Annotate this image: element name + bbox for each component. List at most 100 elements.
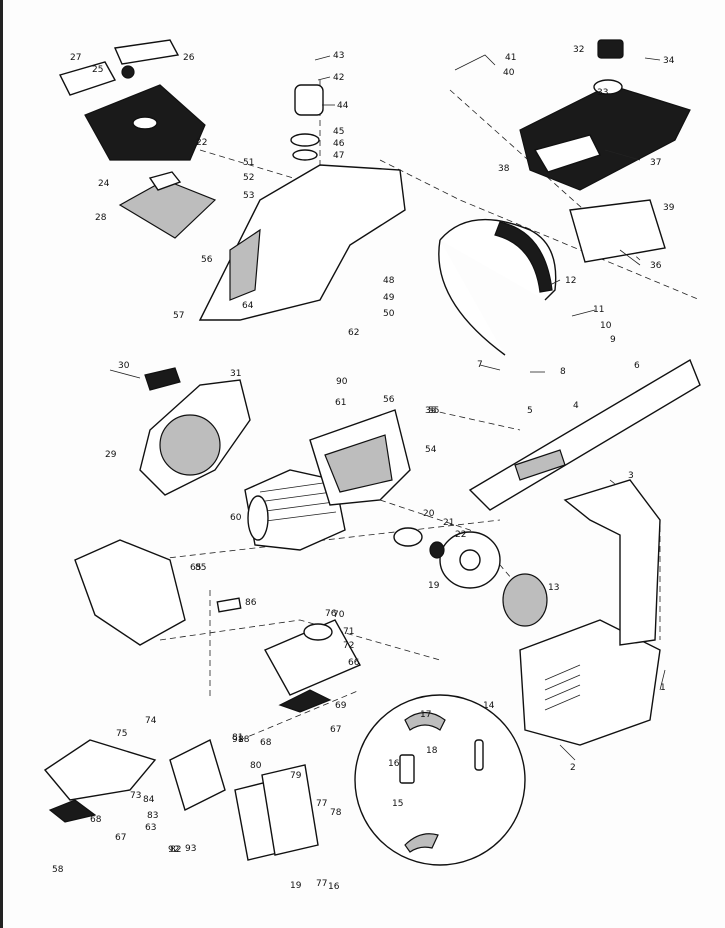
part-label: 73 (130, 791, 141, 801)
part-label: 60 (230, 513, 242, 523)
part-label: 75 (116, 729, 127, 739)
part-label: 80 (250, 761, 262, 771)
engine-block (309, 409, 411, 506)
part-label: 53 (243, 191, 254, 201)
part-label: 22 (196, 138, 207, 148)
part-label: 83 (147, 811, 158, 821)
part-label: 64 (242, 301, 254, 311)
part-label: 69 (335, 701, 347, 711)
part-label: 90 (336, 377, 348, 387)
part-label: 37 (650, 158, 661, 168)
part-label: 43 (333, 51, 344, 61)
part-label: 4 (573, 401, 579, 411)
guide-bar (468, 358, 701, 511)
part-label: 68 (260, 738, 272, 748)
part-label: 19 (290, 881, 302, 891)
part-label: 79 (290, 771, 302, 781)
part-label: 77 (316, 799, 327, 809)
part-label: 9 (610, 335, 616, 345)
part-label: 38 (498, 164, 510, 174)
part-label: 92 (168, 845, 179, 855)
part-label: 47 (333, 151, 344, 161)
part-label: 40 (503, 68, 515, 78)
part-label: 16 (388, 759, 400, 769)
part-label: 86 (245, 598, 257, 608)
part-label: 18 (426, 746, 438, 756)
part-label: 11 (593, 305, 604, 315)
part-label: 46 (333, 139, 345, 149)
part-label: 36 (650, 261, 662, 271)
part-label: 93 (185, 844, 196, 854)
clutch-assembly (393, 527, 548, 627)
part-label: 30 (118, 361, 130, 371)
part-label: 78 (330, 808, 342, 818)
part-label: 3 (628, 471, 634, 481)
part-label: 65 (190, 563, 201, 573)
crankcase-housing (198, 84, 406, 321)
part-label: 52 (243, 173, 254, 183)
part-label: 67 (330, 725, 341, 735)
part-label: 27 (70, 53, 81, 63)
part-label: 28 (95, 213, 107, 223)
part-label: 14 (483, 701, 495, 711)
part-label: 76 (325, 609, 337, 619)
part-label: 21 (443, 518, 454, 528)
part-label: 71 (343, 627, 354, 637)
part-label: 16 (328, 882, 340, 892)
part-number-labels: 1 2 3 4 5 6 7 8 9 10 11 12 13 14 15 16 1… (52, 45, 675, 892)
part-label: 32 (573, 45, 584, 55)
part-label: 15 (392, 799, 403, 809)
part-label: 77 (316, 879, 327, 889)
sprocket-cover (519, 619, 661, 746)
part-label: 66 (348, 658, 360, 668)
part-label: 50 (383, 309, 395, 319)
part-label: 62 (348, 328, 359, 338)
part-label: 20 (423, 509, 435, 519)
part-label: 81 (232, 733, 243, 743)
part-label: 48 (383, 276, 395, 286)
part-label: 45 (333, 127, 344, 137)
bottom-plate (43, 739, 319, 861)
starter-housing (139, 367, 251, 496)
leader-lines (109, 55, 666, 761)
part-label: 49 (383, 293, 395, 303)
part-label: 57 (173, 311, 184, 321)
part-label: 56 (383, 395, 395, 405)
part-label: 85 (195, 563, 206, 573)
part-label: 1 (660, 683, 666, 693)
detail-circle (354, 694, 526, 866)
part-label: 35 (425, 406, 436, 416)
carburetor-plate (216, 597, 361, 696)
cylinder-shroud (74, 539, 186, 646)
part-label: 5 (527, 406, 533, 416)
av-mounts (48, 689, 332, 823)
part-label: 31 (230, 369, 241, 379)
part-label: 84 (143, 795, 155, 805)
part-label: 7 (477, 360, 483, 370)
part-label: 33 (597, 88, 608, 98)
part-label: 22 (455, 530, 466, 540)
part-label: 68 (90, 815, 102, 825)
part-label: 41 (505, 53, 516, 63)
cylinder (244, 469, 346, 551)
part-label: 56 (201, 255, 213, 265)
part-label: 34 (663, 56, 675, 66)
part-label: 19 (428, 581, 440, 591)
part-label: 24 (98, 179, 110, 189)
part-label: 10 (600, 321, 612, 331)
part-label: 72 (343, 641, 354, 651)
fuel-tank-cover (454, 39, 691, 263)
air-filter-cover (58, 39, 206, 161)
rear-handle (563, 479, 661, 646)
part-label: 6 (634, 361, 640, 371)
air-filter-screen (118, 171, 217, 239)
part-label: 54 (425, 445, 437, 455)
part-label: 74 (145, 716, 157, 726)
part-label: 70 (333, 610, 345, 620)
part-label: 63 (145, 823, 156, 833)
part-label: 13 (548, 583, 559, 593)
part-label: 82 (170, 845, 181, 855)
part-label: 8 (560, 367, 566, 377)
